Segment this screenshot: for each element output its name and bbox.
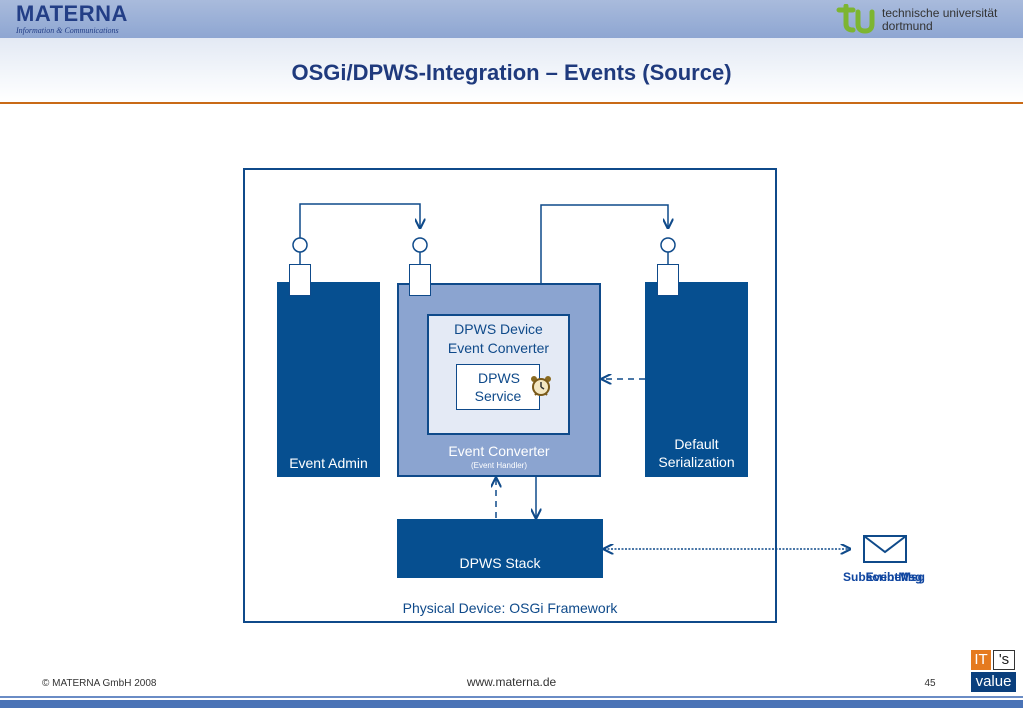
university-name-line2: dortmund (882, 19, 933, 33)
event-admin-label: Event Admin (289, 455, 368, 471)
tu-dortmund-logo[interactable]: technische universität dortmund (836, 4, 1016, 34)
event-converter-sublabel: (Event Handler) (470, 461, 528, 470)
device-converter-line2: Event Converter (447, 340, 550, 356)
service-port (289, 264, 311, 296)
clock-icon (531, 376, 551, 396)
tu-mark-icon (836, 4, 875, 34)
university-name-line1: technische universität (882, 6, 998, 20)
converter-serialization-link (540, 204, 676, 283)
message-label-subscribe: SubscribeMsg (842, 570, 926, 584)
its-logo-value: value (971, 672, 1016, 692)
admin-converter-link (292, 203, 428, 264)
default-serialization-line1: Default (674, 436, 719, 452)
dpws-stack-label: DPWS Stack (459, 555, 541, 571)
materna-logo[interactable]: MATERNA Information & Communications (16, 1, 128, 36)
default-serialization-block (645, 282, 748, 477)
page-number: 45 (924, 678, 936, 689)
footer-band (0, 700, 1023, 708)
dpws-service-line2: Service (474, 388, 522, 404)
default-serialization-label: Default Serialization (645, 435, 748, 471)
materna-tagline: Information & Communications (16, 26, 119, 35)
its-value-logo: IT 's value (968, 648, 1018, 693)
dpws-service-line1: DPWS (478, 370, 520, 386)
footer-rule (0, 696, 1023, 698)
envelope-icon (863, 535, 907, 563)
page-title: OSGi/DPWS-Integration – Events (Source) (291, 60, 732, 85)
its-logo-it: IT (971, 650, 991, 670)
title-band (0, 38, 1023, 102)
its-logo-s: 's (993, 650, 1015, 670)
default-serialization-line2: Serialization (658, 454, 735, 470)
materna-name: MATERNA (16, 1, 128, 26)
title-divider (0, 102, 1023, 104)
device-converter-line1: DPWS Device (454, 321, 543, 337)
service-port (409, 264, 431, 296)
framework-label: Physical Device: OSGi Framework (402, 600, 618, 616)
website-link[interactable]: www.materna.de (466, 675, 557, 689)
service-port (657, 264, 679, 296)
message-label-event: EventMsg (865, 570, 923, 584)
dpws-service-block (456, 364, 540, 410)
event-converter-label: Event Converter (448, 443, 550, 459)
dpws-stack-block (397, 519, 603, 578)
event-admin-block (277, 282, 380, 477)
copyright-text: © MATERNA GmbH 2008 (42, 678, 157, 689)
